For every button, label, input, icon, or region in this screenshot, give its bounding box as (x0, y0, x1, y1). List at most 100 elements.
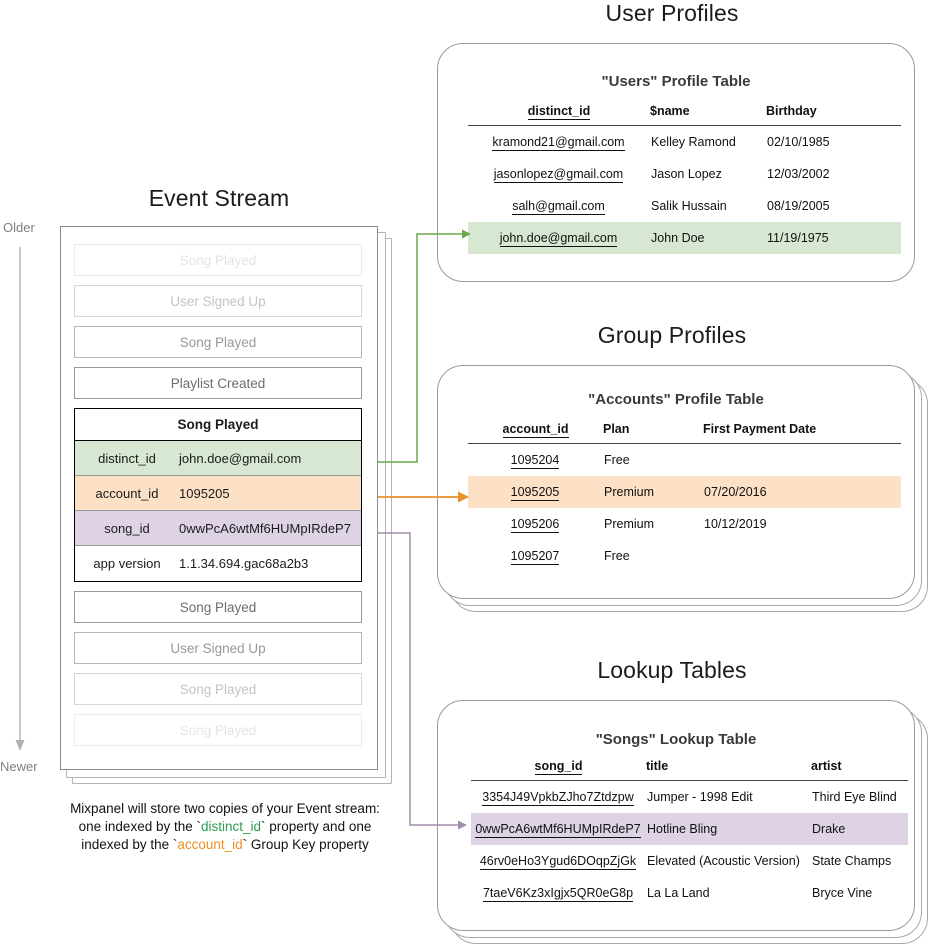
cell-first-payment-date (703, 444, 901, 477)
event-property-song-id: song_id 0wwPcA6wtMf6HUMpIRdeP7 (75, 511, 361, 546)
songs-table-title: "Songs" Lookup Table (595, 731, 757, 748)
lookup-tables-heading: Lookup Tables (597, 657, 747, 683)
accounts-table-head: account_id Plan First Payment Date (468, 422, 901, 444)
property-value: 1095205 (179, 485, 230, 501)
songs-table-head: song_id title artist (471, 759, 908, 781)
songs-header-artist: artist (811, 759, 842, 773)
caption-line-2-pre: one indexed by the ` (78, 819, 201, 834)
event-stream-container: Song Played User Signed Up Song Played P… (60, 226, 378, 770)
event-row[interactable]: User Signed Up (74, 632, 362, 664)
time-axis-arrowhead (15, 740, 25, 751)
table-row[interactable]: 46rv0eHo3Ygud6DOqpZjGk Elevated (Acousti… (471, 845, 908, 877)
caption-code-account-id: account_id (177, 837, 243, 852)
cell-distinct-id: jasonlopez@gmail.com (493, 167, 624, 183)
event-property-account-id: account_id 1095205 (75, 476, 361, 511)
property-value: john.doe@gmail.com (179, 450, 302, 466)
cell-first-payment-date (703, 540, 901, 572)
property-key: distinct_id (98, 450, 156, 466)
table-row[interactable]: 1095206 Premium 10/12/2019 (468, 508, 901, 540)
songs-table-body: 3354J49VpkbZJho7Ztdzpw Jumper - 1998 Edi… (471, 781, 908, 910)
users-profile-table: distinct_id $name Birthday kramond21@gma… (468, 104, 901, 254)
cell-title: La La Land (647, 886, 710, 900)
cell-artist: State Champs (812, 854, 892, 868)
cell-account-id: 1095204 (510, 453, 560, 469)
table-row-highlighted[interactable]: 0wwPcA6wtMf6HUMpIRdeP7 Hotline Bling Dra… (471, 813, 908, 845)
event-row[interactable]: Song Played (74, 673, 362, 705)
event-property-app-version: app version 1.1.34.694.gac68a2b3 (75, 546, 361, 581)
users-table-title: "Users" Profile Table (601, 73, 751, 90)
caption-line-1: Mixpanel will store two copies of your E… (70, 801, 380, 816)
songs-lookup-table: song_id title artist 3354J49VpkbZJho7Ztd… (471, 759, 908, 909)
event-property-distinct-id: distinct_id john.doe@gmail.com (75, 441, 361, 476)
caption-line-2-post: ` property and one (261, 819, 372, 834)
users-header-birthday: Birthday (766, 104, 817, 118)
highlighted-event-card[interactable]: Song Played distinct_id john.doe@gmail.c… (74, 408, 362, 582)
users-header-distinct-id: distinct_id (527, 104, 591, 120)
event-row[interactable]: Song Played (74, 591, 362, 623)
songs-header-song-id: song_id (534, 759, 583, 775)
table-row[interactable]: 7taeV6Kz3xIgjx5QR0eG8p La La Land Bryce … (471, 877, 908, 909)
cell-artist: Third Eye Blind (812, 790, 897, 804)
cell-song-id: 7taeV6Kz3xIgjx5QR0eG8p (482, 886, 634, 902)
user-profiles-card-group: "Users" Profile Table distinct_id $name … (437, 43, 923, 288)
cell-plan: Free (604, 453, 630, 467)
table-row[interactable]: kramond21@gmail.com Kelley Ramond 02/10/… (468, 126, 901, 159)
table-row[interactable]: 1095204 Free (468, 444, 901, 477)
event-list: Song Played User Signed Up Song Played P… (74, 244, 362, 755)
users-profile-card: "Users" Profile Table distinct_id $name … (437, 43, 915, 282)
cell-song-id: 46rv0eHo3Ygud6DOqpZjGk (479, 854, 637, 870)
table-row[interactable]: salh@gmail.com Salik Hussain 08/19/2005 (468, 190, 901, 222)
table-row-highlighted[interactable]: john.doe@gmail.com John Doe 11/19/1975 (468, 222, 901, 254)
table-row[interactable]: 3354J49VpkbZJho7Ztdzpw Jumper - 1998 Edi… (471, 781, 908, 814)
highlighted-event-title: Song Played (75, 409, 361, 441)
accounts-table-header-row: account_id Plan First Payment Date (468, 422, 901, 444)
cell-song-id: 3354J49VpkbZJho7Ztdzpw (482, 790, 634, 806)
accounts-table-title: "Accounts" Profile Table (588, 391, 764, 408)
group-profiles-heading: Group Profiles (597, 322, 747, 348)
event-stream-caption: Mixpanel will store two copies of your E… (30, 800, 420, 854)
table-row[interactable]: 1095207 Free (468, 540, 901, 572)
accounts-table-body: 1095204 Free 1095205 Premium 07/20/2016 … (468, 444, 901, 573)
property-key: app version (93, 556, 161, 571)
cell-name: Salik Hussain (651, 199, 727, 213)
property-key: account_id (95, 485, 159, 501)
songs-header-title: title (646, 759, 669, 773)
cell-distinct-id: kramond21@gmail.com (492, 135, 625, 151)
cell-plan: Premium (604, 517, 655, 531)
cell-plan: Premium (603, 476, 703, 508)
cell-birthday: 08/19/2005 (767, 199, 830, 213)
cell-birthday: 02/10/1985 (767, 135, 830, 149)
cell-name: Kelley Ramond (651, 135, 736, 149)
cell-first-payment-date: 10/12/2019 (704, 517, 767, 531)
event-row[interactable]: Song Played (74, 244, 362, 276)
event-row[interactable]: Song Played (74, 714, 362, 746)
caption-code-distinct-id: distinct_id (200, 819, 262, 834)
cell-account-id: 1095205 (468, 476, 603, 508)
event-row[interactable]: Song Played (74, 326, 362, 358)
accounts-header-first-payment-date: First Payment Date (703, 422, 817, 436)
table-row[interactable]: jasonlopez@gmail.com Jason Lopez 12/03/2… (468, 158, 901, 190)
accounts-header-account-id: account_id (502, 422, 569, 438)
user-profiles-heading: User Profiles (605, 0, 739, 26)
caption-line-3-post: ` Group Key property (242, 837, 369, 852)
cell-title: Elevated (Acoustic Version) (647, 854, 800, 868)
users-table-header-row: distinct_id $name Birthday (468, 104, 901, 126)
cell-name: Jason Lopez (651, 167, 722, 181)
axis-label-newer: Newer (0, 759, 38, 774)
songs-table-header-row: song_id title artist (471, 759, 908, 781)
cell-name: John Doe (650, 222, 766, 254)
accounts-profile-table: account_id Plan First Payment Date 10952… (468, 422, 901, 572)
cell-account-id: 1095207 (510, 549, 560, 565)
event-stream-heading: Event Stream (148, 185, 290, 211)
cell-distinct-id: salh@gmail.com (512, 199, 605, 215)
table-row-highlighted[interactable]: 1095205 Premium 07/20/2016 (468, 476, 901, 508)
cell-artist: Bryce Vine (812, 886, 873, 900)
event-row[interactable]: Playlist Created (74, 367, 362, 399)
lookup-tables-card-group: "Songs" Lookup Table song_id title artis… (437, 700, 929, 948)
users-table-body: kramond21@gmail.com Kelley Ramond 02/10/… (468, 126, 901, 254)
group-profiles-card-group: "Accounts" Profile Table account_id Plan… (437, 365, 929, 613)
cell-distinct-id: john.doe@gmail.com (468, 222, 650, 254)
event-row[interactable]: User Signed Up (74, 285, 362, 317)
accounts-header-plan: Plan (603, 422, 630, 436)
cell-artist: Drake (811, 813, 908, 845)
